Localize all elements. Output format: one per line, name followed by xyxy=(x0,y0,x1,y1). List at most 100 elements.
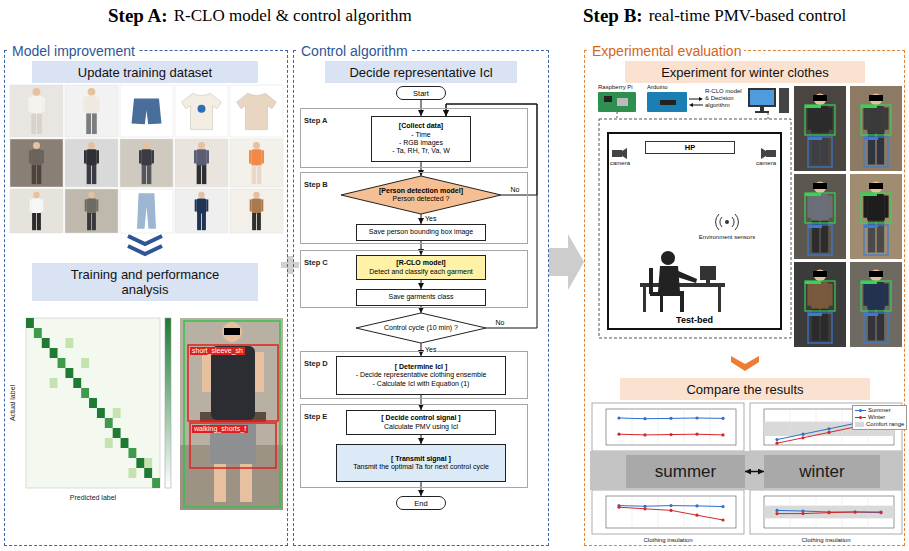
diamond-shape xyxy=(341,176,501,214)
leg xyxy=(197,165,201,184)
detection-tag xyxy=(864,313,878,316)
data-point xyxy=(853,510,856,513)
training-photo xyxy=(175,139,228,187)
torso xyxy=(867,106,885,133)
axis-label: Clothing insulation xyxy=(643,537,692,544)
garment-shorts xyxy=(132,99,162,125)
node-text: - Calculate Icl with Equation (1) xyxy=(373,380,470,388)
device-label-slot: Arduino xyxy=(647,84,668,91)
terminal-pill: Start xyxy=(396,86,446,100)
node-text: Step C xyxy=(301,256,331,269)
test-photo xyxy=(850,174,902,259)
camera-label-slot: camera xyxy=(610,160,630,167)
colorbar xyxy=(165,318,171,488)
training-photo xyxy=(10,85,63,137)
leg xyxy=(252,165,256,184)
season-tag: winter xyxy=(764,455,880,488)
detection-tag xyxy=(861,193,877,196)
photo-ground xyxy=(10,189,63,233)
arm xyxy=(42,150,44,163)
link-arrow xyxy=(693,105,703,106)
shin xyxy=(680,292,684,312)
torso xyxy=(251,149,262,165)
matrix-diagonal-cell xyxy=(42,338,50,348)
matrix-diagonal-cell xyxy=(81,388,89,398)
camera-icon xyxy=(766,150,776,157)
node-text: End xyxy=(414,499,427,508)
legend-text: Winter xyxy=(868,414,885,421)
detection-tag xyxy=(861,105,877,108)
arm xyxy=(97,97,99,111)
flow-connector xyxy=(421,395,422,410)
matrix-diagonal-cell xyxy=(128,448,136,458)
photo-ground xyxy=(65,189,118,233)
edge-label-slot: No xyxy=(510,186,521,194)
torso xyxy=(867,194,885,221)
node-text: [ Determine Icl ] xyxy=(395,363,448,371)
legend-line-sample xyxy=(855,408,866,413)
axis-label: Predicted label xyxy=(70,494,116,502)
monitor-stand xyxy=(760,107,764,111)
torso xyxy=(197,199,207,214)
leg xyxy=(197,213,201,230)
node-text: Control cycle (10 min) ? xyxy=(384,324,458,332)
camera-lens xyxy=(761,148,766,159)
edge-label-slot: Yes xyxy=(424,346,437,354)
dashed-panel: Experimental evaluationExperiment for wi… xyxy=(584,50,905,546)
node-text: [Collect data] xyxy=(399,122,443,130)
data-line xyxy=(619,507,723,520)
person-bbox xyxy=(184,321,280,507)
data-point xyxy=(775,438,778,441)
chip xyxy=(617,98,628,106)
chip xyxy=(604,96,612,102)
leg xyxy=(37,113,42,134)
leg xyxy=(92,213,96,230)
arm xyxy=(207,150,209,163)
data-point xyxy=(801,433,804,436)
mini-chart xyxy=(592,403,744,451)
photo-ground xyxy=(175,85,228,137)
step-heading-slot: Step B: xyxy=(583,4,643,28)
arm xyxy=(261,199,263,211)
test-photo xyxy=(850,262,902,347)
test-bed-room: Test-bedHP xyxy=(607,132,782,330)
comfort-band xyxy=(764,506,894,519)
leg xyxy=(86,113,91,134)
desk-leg xyxy=(643,287,646,312)
arm xyxy=(139,150,141,163)
photo-ground xyxy=(120,139,173,187)
test-photo xyxy=(850,86,902,171)
grid-line xyxy=(684,409,685,445)
detection-box xyxy=(864,137,888,167)
diamond-shape xyxy=(356,313,486,343)
data-point xyxy=(775,442,778,445)
photo-ground xyxy=(850,174,902,259)
data-point xyxy=(669,509,672,512)
arm xyxy=(83,97,85,111)
down-chevron xyxy=(128,246,162,254)
wiring xyxy=(768,113,769,119)
data-line xyxy=(777,512,881,514)
detection-label-slot: short_sleeve_sh xyxy=(190,347,245,355)
detection-tag xyxy=(808,137,822,140)
data-point xyxy=(879,511,882,514)
legend-text: Summer xyxy=(868,407,891,414)
detection-tag xyxy=(808,225,822,228)
node-text: Person detected ? xyxy=(393,195,450,203)
arm xyxy=(863,196,867,218)
monitor xyxy=(748,88,776,107)
face-mask xyxy=(869,183,883,189)
mini-chart xyxy=(592,490,744,534)
arm xyxy=(807,284,811,306)
grid-line xyxy=(790,409,791,445)
matrix-cell xyxy=(105,438,113,448)
matrix-diagonal-cell xyxy=(136,458,144,468)
node-text: - Ta, RH, Tr, Va, W xyxy=(392,147,450,155)
data-point xyxy=(643,507,646,510)
leg xyxy=(147,165,151,184)
camera-lens xyxy=(622,148,627,159)
leg xyxy=(92,165,96,184)
arm xyxy=(42,97,44,111)
face-mask xyxy=(869,271,883,277)
node-text: summer xyxy=(655,462,716,482)
